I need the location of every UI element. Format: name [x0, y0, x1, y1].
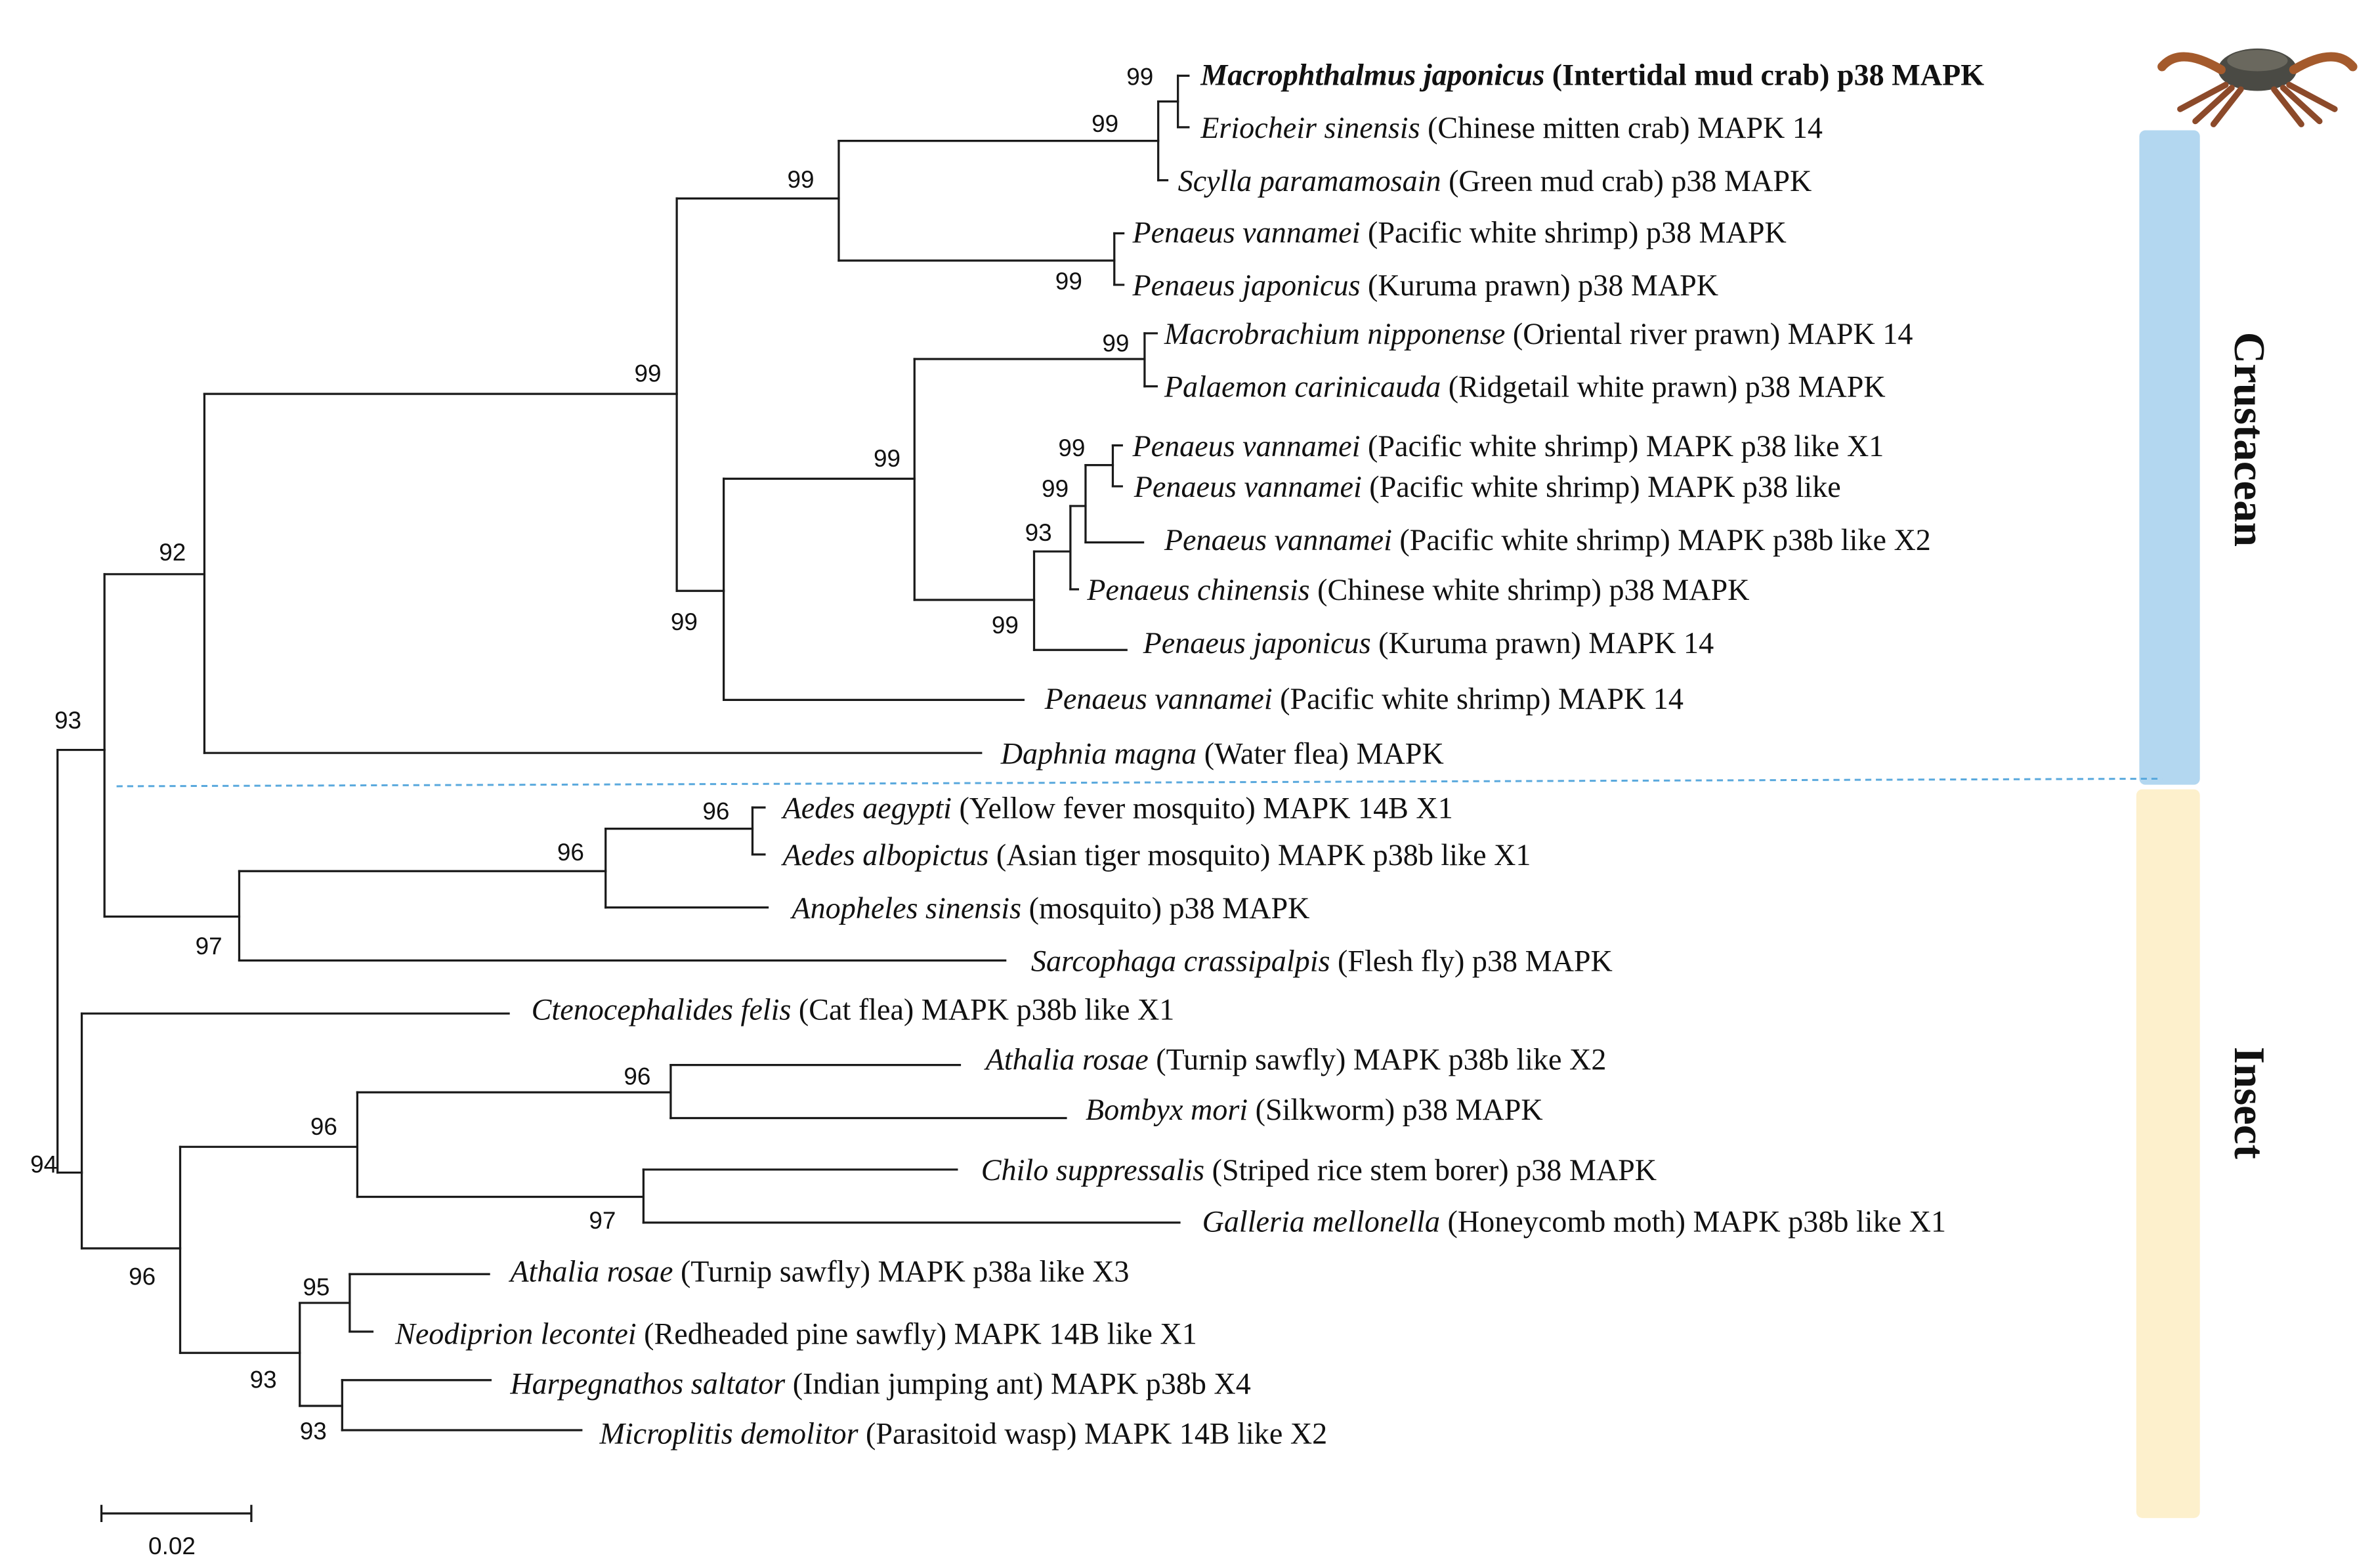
leaf-label: Ctenocephalides felis (Cat flea) MAPK p3…: [532, 992, 1175, 1026]
support-value: 99: [1058, 434, 1085, 461]
support-value: 96: [557, 839, 584, 866]
leaf-label: Sarcophaga crassipalpis (Flesh fly) p38 …: [1031, 944, 1613, 978]
leaf-label: Macrobrachium nipponense (Oriental river…: [1164, 317, 1913, 350]
leaf-label: Macrophthalmus japonicus (Intertidal mud…: [1200, 58, 1984, 91]
leaf-label: Athalia rosae (Turnip sawfly) MAPK p38a …: [508, 1255, 1129, 1288]
support-value: 95: [303, 1274, 329, 1301]
leaf-labels: Macrophthalmus japonicus (Intertidal mud…: [394, 58, 1984, 1450]
leaf-label: Galleria mellonella (Honeycomb moth) MAP…: [1202, 1205, 1946, 1239]
support-value: 97: [589, 1207, 616, 1234]
leaf-label: Eriocheir sinensis (Chinese mitten crab)…: [1200, 111, 1823, 144]
leaf-label: Aedes albopictus (Asian tiger mosquito) …: [781, 838, 1531, 872]
leaf-label: Neodiprion lecontei (Redheaded pine sawf…: [394, 1317, 1197, 1350]
leaf-label: Bombyx mori (Silkworm) p38 MAPK: [1086, 1093, 1543, 1126]
support-values: 99 99 99 99 99 99 99 99 99 93 99 99 92 9…: [30, 63, 1153, 1445]
support-value: 93: [250, 1366, 277, 1393]
support-value: 93: [54, 707, 81, 734]
support-value: 93: [1025, 519, 1052, 546]
insect-group-label: Insect: [2225, 1047, 2274, 1159]
leaf-label: Scylla paramamosain (Green mud crab) p38…: [1178, 164, 1812, 198]
group-divider: [116, 777, 2163, 788]
crustacean-group-label: Crustacean: [2225, 332, 2274, 547]
support-value: 99: [671, 608, 698, 635]
leaf-label: Penaeus vannamei (Pacific white shrimp) …: [1164, 523, 1931, 557]
leaf-label: Chilo suppressalis (Striped rice stem bo…: [981, 1153, 1657, 1187]
crustacean-group-bar: [2139, 130, 2200, 785]
leaf-label: Aedes aegypti (Yellow fever mosquito) MA…: [781, 791, 1453, 824]
support-value: 99: [1042, 475, 1069, 502]
leaf-label: Penaeus vannamei (Pacific white shrimp) …: [1134, 470, 1841, 503]
leaf-label: Microplitis demolitor (Parasitoid wasp) …: [599, 1417, 1327, 1451]
leaf-label: Daphnia magna (Water flea) MAPK: [1000, 736, 1444, 770]
scale-bar: 0.02: [100, 1504, 253, 1559]
leaf-label: Penaeus chinensis (Chinese white shrimp)…: [1086, 573, 1749, 606]
scale-bar-label: 0.02: [148, 1533, 196, 1559]
leaf-label: Athalia rosae (Turnip sawfly) MAPK p38b …: [984, 1043, 1607, 1076]
leaf-label: Palaemon carinicauda (Ridgetail white pr…: [1164, 370, 1886, 404]
support-value: 99: [874, 445, 901, 472]
support-value: 99: [1126, 63, 1153, 90]
crab-image: [2157, 48, 2358, 127]
support-value: 94: [30, 1151, 57, 1178]
support-value: 99: [788, 166, 815, 193]
support-value: 93: [300, 1418, 327, 1445]
support-value: 99: [1092, 110, 1118, 137]
support-value: 96: [624, 1063, 650, 1090]
support-value: 99: [635, 360, 662, 387]
leaf-label: Penaeus vannamei (Pacific white shrimp) …: [1044, 682, 1684, 715]
leaf-label: Penaeus vannamei (Pacific white shrimp) …: [1132, 429, 1884, 463]
leaf-label: Penaeus japonicus (Kuruma prawn) p38 MAP…: [1132, 268, 1718, 302]
leaf-label: Anopheles sinensis (mosquito) p38 MAPK: [790, 891, 1309, 925]
leaf-label: Penaeus vannamei (Pacific white shrimp) …: [1132, 215, 1786, 249]
support-value: 96: [310, 1113, 337, 1140]
leaf-label: Harpegnathos saltator (Indian jumping an…: [509, 1367, 1250, 1401]
support-value: 96: [129, 1263, 156, 1290]
support-value: 99: [1055, 268, 1082, 295]
support-value: 97: [196, 933, 223, 960]
support-value: 99: [1102, 329, 1129, 356]
tree-branches: [56, 74, 1190, 1431]
support-value: 99: [992, 612, 1019, 639]
support-value: 92: [159, 539, 186, 566]
support-value: 96: [702, 798, 729, 825]
leaf-label: Penaeus japonicus (Kuruma prawn) MAPK 14: [1143, 626, 1714, 660]
insect-group-bar: [2136, 789, 2200, 1518]
